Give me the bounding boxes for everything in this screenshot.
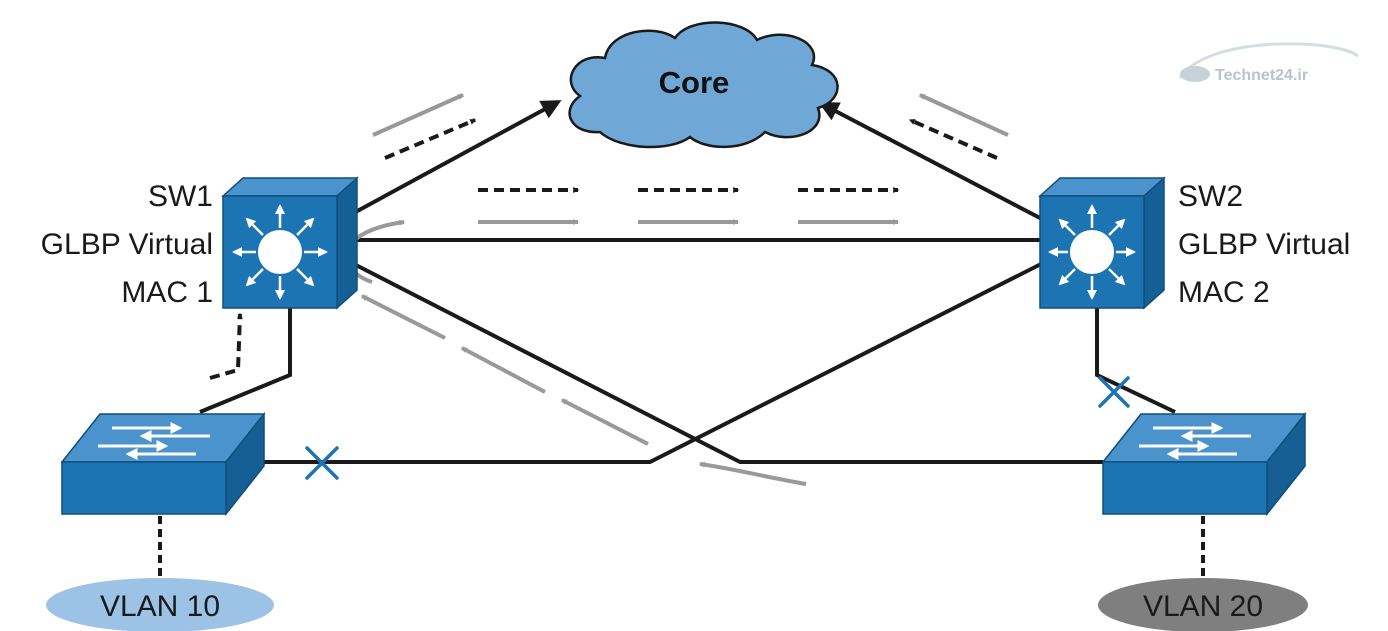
cloud-icon	[568, 21, 839, 149]
sw2-name: SW2	[1178, 180, 1243, 213]
sw1-multilayer-switch	[221, 176, 359, 310]
vlan-10-oval	[46, 578, 274, 631]
sw2-label: SW2 GLBP Virtual MAC 2	[1178, 180, 1350, 309]
link-sw2-access2	[1095, 305, 1176, 414]
link-access1-sw2	[262, 260, 1046, 464]
sw2-multilayer-switch	[1038, 176, 1166, 310]
link-sw1-access1	[199, 305, 292, 414]
flow-arrow-gray	[360, 294, 446, 340]
links	[199, 100, 1176, 464]
watermark-swoosh-icon	[1178, 42, 1359, 79]
flow-arrow-gray	[560, 398, 649, 446]
router-arrows-icon	[1048, 204, 1136, 300]
sw2-mac: MAC 2	[1178, 276, 1270, 309]
flow-arrow-dashed	[209, 312, 243, 380]
watermark: Technet24.ir	[1178, 42, 1359, 84]
blocked-port-icon	[1098, 376, 1130, 408]
flow-arrow-dashed	[384, 118, 477, 160]
flow-arrow-curved	[698, 461, 807, 486]
vlan-10-label: VLAN 10	[100, 590, 220, 623]
core-cloud: Core	[568, 21, 839, 149]
link-sw2-core	[818, 102, 1041, 220]
vlan-20-oval	[1098, 578, 1308, 631]
vlan-20: VLAN 20	[1098, 578, 1308, 631]
flow-arrows	[209, 93, 1009, 486]
access-switch-1	[60, 411, 266, 517]
sw1-role: GLBP Virtual	[41, 228, 213, 261]
watermark-text: Technet24.ir	[1215, 67, 1308, 84]
switch-arrows-icon	[1139, 422, 1251, 460]
flow-arrow-gray	[372, 93, 465, 137]
flow-arrow-gray	[460, 346, 546, 394]
core-label: Core	[659, 65, 730, 100]
switch-arrows-icon	[98, 422, 210, 460]
blocked-port-icon	[305, 446, 339, 480]
watermark-cloud-icon	[1180, 66, 1210, 82]
link-sw1-core	[349, 100, 562, 217]
sw2-role: GLBP Virtual	[1178, 228, 1350, 261]
sw1-mac: MAC 1	[121, 276, 213, 309]
sw1-name: SW1	[148, 180, 213, 213]
flow-arrow-gray	[918, 93, 1009, 137]
sw1-label: SW1 GLBP Virtual MAC 1	[41, 180, 213, 309]
access-switch-2	[1101, 411, 1307, 517]
vlan-20-label: VLAN 20	[1143, 590, 1263, 623]
link-sw1-access2	[349, 260, 1103, 464]
vlan-10: VLAN 10	[46, 578, 274, 631]
router-arrows-icon	[232, 204, 328, 300]
